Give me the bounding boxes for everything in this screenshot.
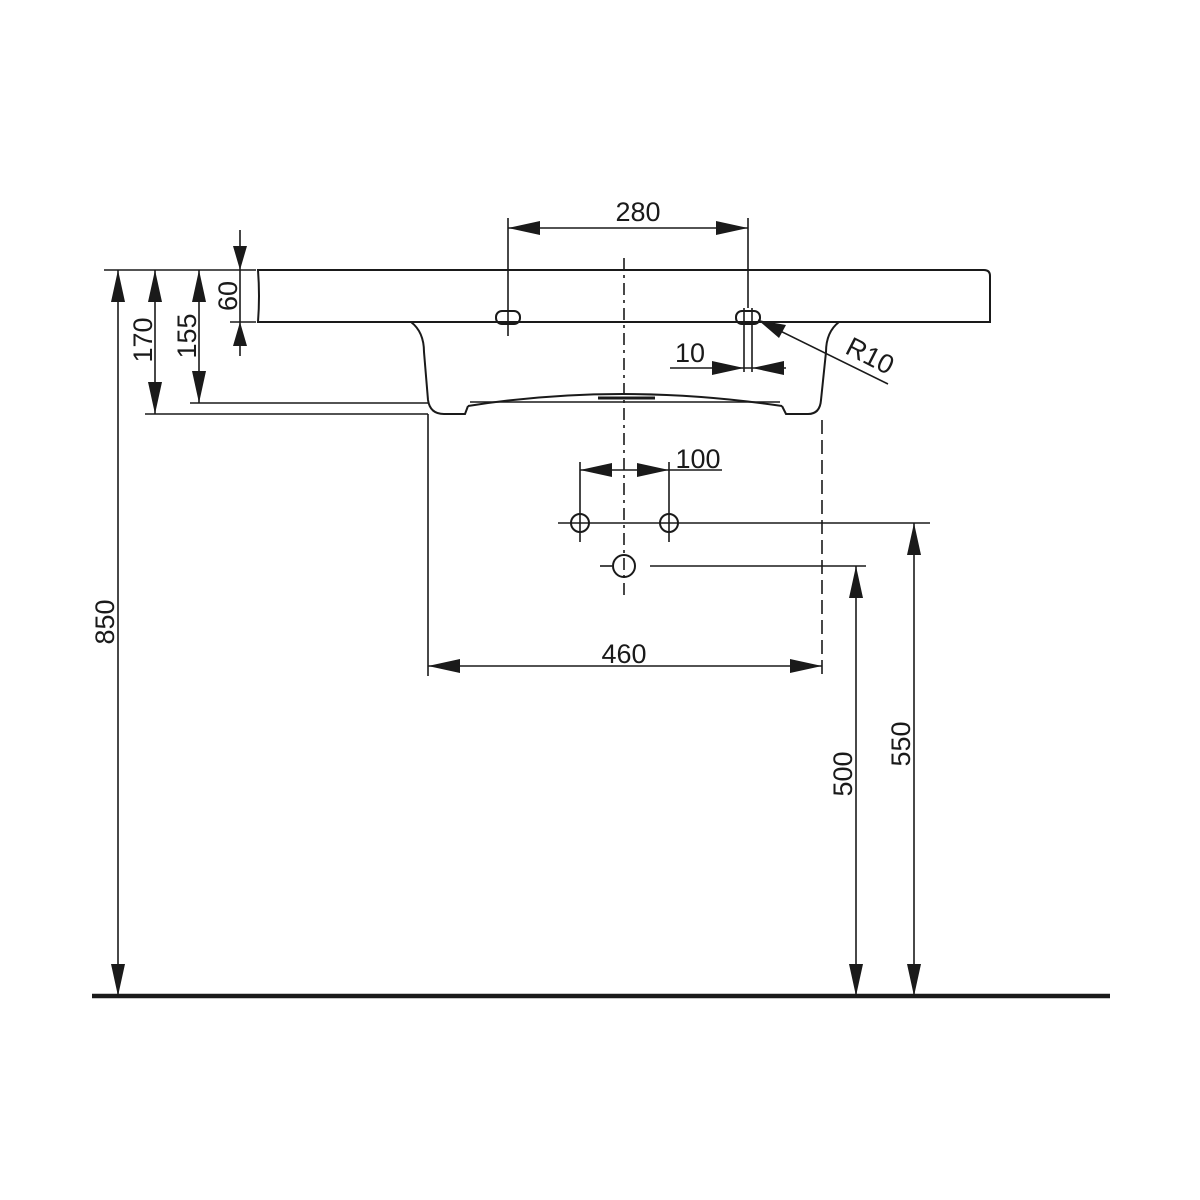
dim-60: 60 (213, 230, 247, 356)
dim-60-label: 60 (213, 281, 243, 311)
dim-155: 155 (172, 270, 206, 403)
dim-280-label: 280 (615, 197, 660, 227)
waste-hole (612, 554, 636, 578)
dim-550: 550 (886, 523, 921, 996)
dim-170: 170 (128, 270, 162, 414)
dim-500-label: 500 (828, 751, 858, 796)
dim-10: 10 (670, 338, 786, 375)
basin-outline (256, 269, 991, 415)
tap-holes (495, 308, 761, 372)
dim-280: 280 (507, 197, 749, 336)
dim-r10: R10 (757, 319, 899, 385)
dim-500: 500 (828, 566, 863, 996)
basin-slab (256, 269, 991, 323)
waste-holes (558, 513, 930, 578)
tap-hole-right (735, 310, 761, 325)
dim-850: 850 (90, 270, 125, 996)
basin-bowl-left (410, 321, 469, 415)
dim-460-label: 460 (601, 639, 646, 669)
dim-550-label: 550 (886, 721, 916, 766)
basin-bowl-right (781, 321, 840, 415)
dim-10-label: 10 (675, 338, 705, 368)
dim-850-label: 850 (90, 599, 120, 644)
dim-100: 100 (579, 444, 722, 542)
basin-bowl-bottom (467, 393, 783, 407)
dim-r10-label: R10 (841, 331, 899, 380)
dim-170-label: 170 (128, 317, 158, 362)
dim-460: 460 (427, 414, 823, 676)
dim-100-label: 100 (675, 444, 720, 474)
dim-155-label: 155 (172, 313, 202, 358)
